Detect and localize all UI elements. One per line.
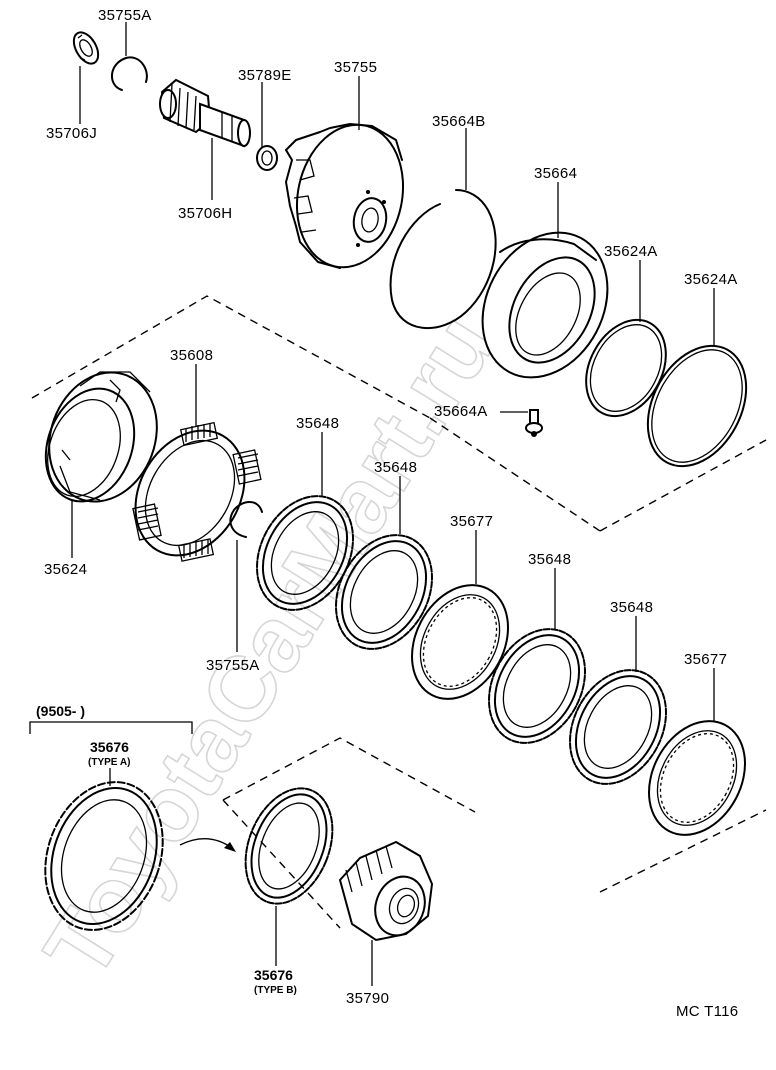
part-35676-type-b	[244, 787, 334, 905]
part-35664-piston	[481, 231, 609, 379]
part-35648-plate-2	[335, 534, 433, 650]
part-35755a-snap-ring-top	[111, 56, 148, 91]
leader-lines	[71, 22, 715, 986]
part-35648-plate-4	[569, 669, 667, 785]
label-35624a-2: 35624A	[684, 271, 738, 288]
diagram-code: MC T116	[676, 1003, 738, 1020]
part-35677-plate-2	[648, 720, 746, 836]
part-35648-plate-1	[256, 495, 354, 611]
part-35664b-snap-ring	[389, 189, 497, 330]
group-box-lower-right	[599, 809, 767, 893]
label-35608: 35608	[170, 347, 213, 364]
group-box-upper-right	[599, 439, 767, 532]
label-35789e: 35789E	[238, 67, 292, 84]
label-35790: 35790	[346, 990, 389, 1007]
label-35664a: 35664A	[434, 403, 488, 420]
part-35624a-o-ring-inner-edge	[589, 324, 663, 412]
label-35664: 35664	[534, 165, 577, 182]
part-35676-type-a	[44, 781, 164, 931]
group-box-upper	[31, 295, 431, 419]
label-35676-b: 35676	[254, 967, 293, 983]
label-35677-1: 35677	[450, 513, 493, 530]
part-35624-ring	[44, 371, 158, 503]
group-box-lower	[222, 737, 476, 813]
part-35706j-bearing	[72, 31, 100, 65]
label-35676-a: 35676	[90, 739, 129, 755]
group-box-upper-bottom	[429, 417, 601, 532]
date-range-bracket	[29, 721, 193, 734]
label-35624: 35624	[44, 561, 87, 578]
label-35664b: 35664B	[432, 113, 486, 130]
label-35755a-mid: 35755A	[206, 657, 260, 674]
group-box-lower-left	[222, 799, 341, 929]
label-35706j: 35706J	[46, 125, 97, 142]
label-35755: 35755	[334, 59, 377, 76]
label-35755a-top: 35755A	[98, 7, 152, 24]
label-35706h: 35706H	[178, 205, 232, 222]
part-35624a-o-ring-outer	[646, 344, 748, 468]
part-35677-plate-1	[411, 584, 509, 700]
part-35624a-o-ring-outer-edge	[651, 349, 743, 463]
label-35648-2: 35648	[374, 459, 417, 476]
part-35789e-washer	[256, 145, 278, 171]
label-35624a-1: 35624A	[604, 243, 658, 260]
part-35790-hub	[338, 840, 434, 942]
label-35648-1: 35648	[296, 415, 339, 432]
date-range-label: (9505- )	[36, 703, 85, 719]
label-type-b: (TYPE B)	[254, 985, 297, 996]
part-35755a-snap-ring-mid	[229, 501, 263, 538]
label-35648-4: 35648	[610, 599, 653, 616]
arrow-head	[224, 842, 236, 852]
part-35648-plate-3	[488, 628, 586, 744]
label-35677-2: 35677	[684, 651, 727, 668]
part-35755-clutch-drum	[285, 123, 405, 269]
label-35648-3: 35648	[528, 551, 571, 568]
label-type-a: (TYPE A)	[88, 757, 130, 768]
part-35664a-check-ball	[525, 409, 543, 437]
part-35608-spring-retainer	[132, 421, 262, 562]
part-35706h-shaft	[159, 78, 251, 148]
